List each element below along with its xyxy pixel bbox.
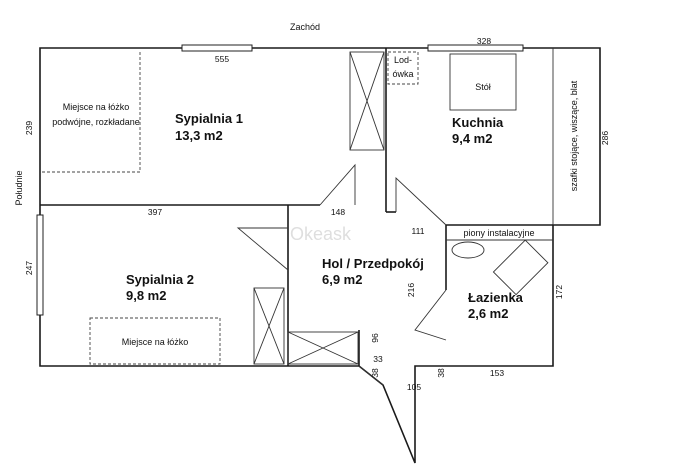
dim-172: 172 bbox=[554, 285, 564, 299]
window-top-left bbox=[181, 44, 253, 52]
dim-247: 247 bbox=[24, 261, 34, 275]
room-name-bathroom: Łazienka bbox=[468, 290, 524, 305]
wardrobe-bottom bbox=[287, 331, 359, 365]
dim-239: 239 bbox=[24, 121, 34, 135]
wardrobe-left bbox=[253, 287, 285, 365]
double-bed-outline bbox=[40, 52, 141, 173]
direction-south: Południe bbox=[14, 170, 24, 205]
outer-walls bbox=[39, 47, 601, 464]
dim-216: 216 bbox=[406, 283, 416, 297]
dim-96: 96 bbox=[370, 333, 380, 343]
dim-148: 148 bbox=[331, 207, 345, 217]
dimensions: 555 328 239 286 397 148 111 247 216 172 … bbox=[24, 36, 610, 392]
bathtub-icon bbox=[492, 239, 549, 296]
dim-38-left: 38 bbox=[370, 368, 380, 378]
dim-38-right: 38 bbox=[436, 368, 446, 378]
dim-286: 286 bbox=[600, 131, 610, 145]
wardrobe-top bbox=[349, 51, 385, 151]
windows bbox=[36, 44, 524, 316]
interior-walls bbox=[40, 48, 553, 366]
room-name-bedroom2: Sypialnia 2 bbox=[126, 272, 194, 287]
table-label: Stół bbox=[475, 82, 491, 92]
fridge-outline bbox=[387, 51, 419, 85]
window-left bbox=[36, 214, 44, 316]
dim-555: 555 bbox=[215, 54, 229, 64]
double-bed-label-2: podwójne, rozkładane bbox=[52, 117, 140, 127]
dim-111: 111 bbox=[412, 226, 425, 236]
room-area-bedroom2: 9,8 m2 bbox=[126, 288, 166, 303]
direction-west: Zachód bbox=[290, 22, 320, 32]
cabinets-label: szafki stojące, wiszące, blat bbox=[569, 80, 579, 191]
room-name-kitchen: Kuchnia bbox=[452, 115, 504, 130]
double-bed-label-1: Miejsce na łóżko bbox=[63, 102, 130, 112]
sink-outline bbox=[451, 241, 485, 259]
doors bbox=[236, 163, 447, 386]
room-area-hall: 6,9 m2 bbox=[322, 272, 362, 287]
table-outline bbox=[449, 53, 517, 111]
room-name-bedroom1: Sypialnia 1 bbox=[175, 111, 243, 126]
fridge-label-2: ówka bbox=[392, 69, 413, 79]
room-area-bathroom: 2,6 m2 bbox=[468, 306, 508, 321]
watermark: Okeask bbox=[290, 224, 352, 244]
room-area-bedroom1: 13,3 m2 bbox=[175, 128, 223, 143]
risers-label: piony instalacyjne bbox=[463, 228, 534, 238]
dim-105: 105 bbox=[407, 382, 421, 392]
single-bed-label: Miejsce na łóżko bbox=[122, 337, 189, 347]
single-bed-outline bbox=[89, 317, 221, 365]
dim-328: 328 bbox=[477, 36, 491, 46]
dim-397: 397 bbox=[148, 207, 162, 217]
room-area-kitchen: 9,4 m2 bbox=[452, 131, 492, 146]
room-name-hall: Hol / Przedpokój bbox=[322, 256, 424, 271]
wardrobes bbox=[253, 51, 385, 365]
dim-153: 153 bbox=[490, 368, 504, 378]
furniture-outlines bbox=[40, 48, 554, 365]
fridge-label-1: Lod- bbox=[394, 55, 412, 65]
window-top-right bbox=[427, 44, 524, 52]
dim-33: 33 bbox=[373, 354, 383, 364]
